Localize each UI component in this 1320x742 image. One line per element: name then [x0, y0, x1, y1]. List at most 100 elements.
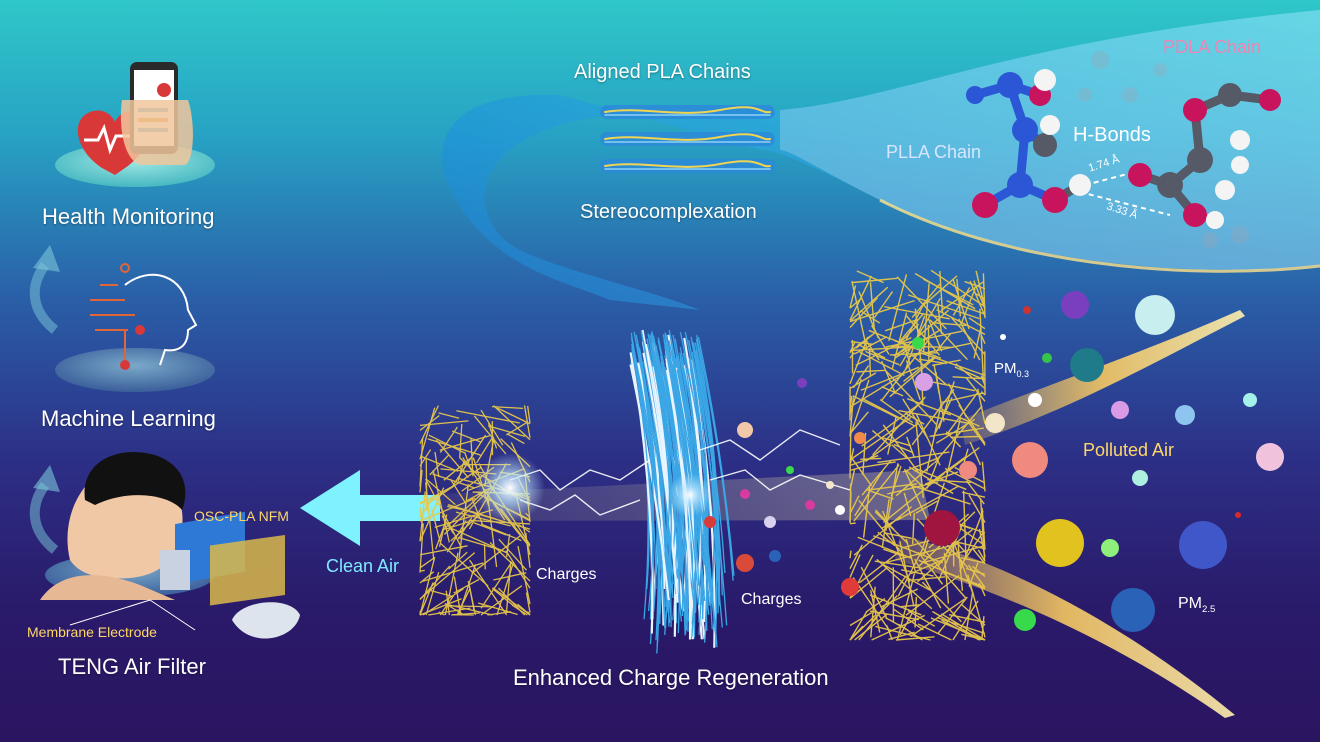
label-pdla-chain: PDLA Chain	[1163, 37, 1262, 57]
fiber-strand	[910, 598, 966, 638]
fiber-strand	[419, 523, 424, 573]
fiber-strand	[854, 336, 888, 355]
label-pm03-sub: 0.3	[1016, 369, 1030, 379]
fiber-strand	[979, 308, 985, 383]
fiber-strand	[939, 271, 944, 314]
fiber-strand	[649, 334, 681, 603]
fiber-strand	[444, 602, 465, 616]
fiber-strand	[853, 506, 913, 556]
fiber-strand	[857, 343, 886, 359]
fiber-strand	[435, 523, 446, 550]
fiber-strand	[419, 557, 435, 569]
fiber-strand	[870, 490, 894, 500]
fiber-strand	[962, 490, 967, 559]
fiber-strand	[917, 551, 944, 585]
fiber-strand	[449, 478, 467, 505]
label-aligned-pla-chains: Aligned PLA Chains	[574, 61, 751, 83]
fiber-strand	[849, 285, 857, 309]
smartphone-icon	[120, 62, 193, 165]
fiber-strand	[895, 323, 920, 347]
fiber-strand	[419, 545, 468, 556]
fiber-strand	[896, 573, 916, 641]
fiber-strand	[869, 594, 922, 616]
fiber-strand	[888, 274, 908, 341]
fiber-strand	[958, 318, 981, 361]
fiber-strand	[945, 447, 980, 474]
fiber-strand	[468, 519, 531, 525]
fiber-strand	[953, 538, 968, 555]
fiber-strand	[691, 342, 726, 573]
fiber-strand	[849, 522, 856, 525]
fiber-strand	[869, 610, 919, 621]
fiber-strand	[657, 340, 688, 587]
fiber-strand	[849, 299, 915, 323]
fiber-strand	[874, 511, 909, 544]
fiber-strand	[957, 525, 986, 547]
fiber-strand	[525, 592, 531, 613]
fiber-strand	[864, 422, 920, 463]
fiber-strand	[957, 541, 986, 550]
fiber-strand	[902, 457, 939, 473]
fiber-strand	[879, 398, 914, 424]
label-pm25: PM2.5	[1178, 595, 1215, 615]
fiber-strand	[859, 351, 905, 377]
fiber-strand	[936, 309, 986, 335]
fiber-strand	[890, 465, 902, 497]
fiber-strand	[491, 588, 516, 608]
fiber-strand	[911, 283, 941, 319]
fiber-strand	[955, 363, 986, 390]
fiber-strand	[980, 335, 986, 344]
fiber-strand	[962, 491, 986, 498]
fiber-strand	[471, 534, 522, 574]
label-pm25-sub: 2.5	[1202, 604, 1216, 616]
fiber-strand	[431, 509, 441, 542]
fiber-strand	[853, 464, 900, 522]
fiber-strand	[527, 405, 531, 424]
fiber-strand	[907, 610, 936, 627]
fiber-strand	[946, 544, 969, 569]
fiber-strand	[849, 454, 879, 467]
fiber-strand	[942, 408, 980, 427]
fiber-strand	[862, 484, 871, 538]
fiber-strand	[978, 528, 986, 557]
fiber-strand	[419, 449, 432, 467]
label-plla-chain: PLLA Chain	[886, 142, 982, 162]
fiber-strand	[965, 376, 986, 402]
fiber-strand	[849, 345, 921, 352]
fiber-strand	[873, 535, 943, 564]
fiber-strand	[968, 562, 979, 587]
fiber-strand	[927, 318, 943, 352]
fiber-strand	[849, 468, 856, 491]
fiber-strand	[961, 633, 986, 641]
fiber-strand	[447, 505, 475, 513]
label-membrane-electrode: Membrane Electrode	[27, 624, 157, 640]
fiber-strand	[958, 404, 986, 444]
fiber-strand	[419, 569, 425, 572]
fiber-strand	[419, 405, 439, 444]
fiber-strand	[973, 280, 986, 310]
fiber-strand	[968, 317, 986, 330]
fiber-strand	[871, 430, 892, 447]
fiber-strand	[849, 336, 869, 385]
fiber-strand	[899, 297, 941, 367]
fiber-strand	[940, 280, 985, 312]
fiber-strand	[419, 507, 424, 528]
particles	[704, 291, 1284, 632]
fiber-strand	[874, 560, 923, 569]
fiber-strand	[917, 623, 952, 641]
label-pm25-base: PM	[1178, 595, 1202, 612]
fiber-strand	[849, 611, 873, 627]
fiber-strand	[895, 636, 935, 641]
fiber-strand	[951, 317, 986, 356]
fiber-strand	[932, 397, 953, 438]
fiber-strand	[981, 616, 985, 641]
arrow-up-1	[29, 262, 59, 334]
fiber-strand	[849, 465, 865, 472]
fiber-strand	[419, 437, 424, 487]
fiber-strand	[858, 551, 899, 584]
label-clean-air: Clean Air	[326, 556, 400, 576]
fiber-strand	[635, 334, 670, 573]
fiber-strand	[419, 491, 426, 542]
fiber-strand	[877, 451, 950, 464]
